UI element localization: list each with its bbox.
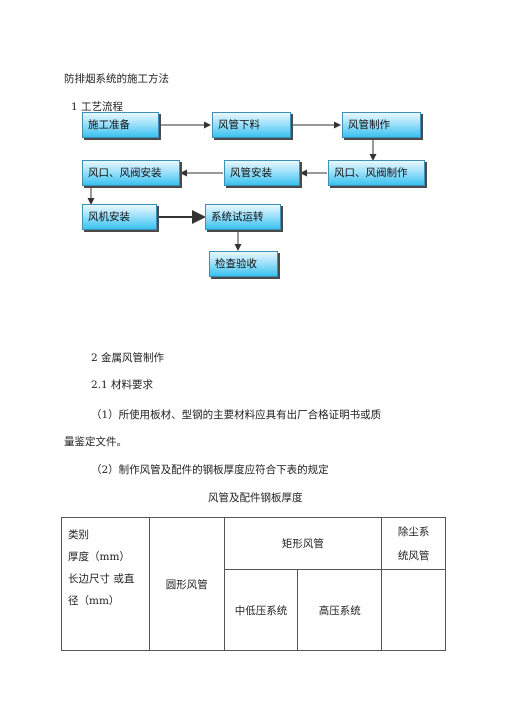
table-header-dust-duct: 除尘系 统风管 [381,517,446,570]
section-heading-process-flow: 1 工艺流程 [71,101,124,113]
table-subheader-low-medium-pressure: 中低压系统 [223,569,299,651]
table-subheader-high-pressure: 高压系统 [297,569,383,651]
table-empty-cell [381,569,446,651]
flow-step-construction-prep: 施工准备 [82,112,159,138]
table-header-rect-duct: 矩形风管 [223,517,383,570]
flowchart-arrows [87,121,377,251]
table-caption: 风管及配件钢板厚度 [208,492,303,504]
subsection-heading-material-requirements: 2.1 材料要求 [91,379,154,391]
flow-step-duct-fabrication: 风管制作 [342,112,421,138]
paragraph-1-line-2: 量鉴定文件。 [64,436,127,448]
flow-step-duct-cutting: 风管下料 [212,112,291,138]
paragraph-1-line-1: （1）所使用板材、型钢的主要材料应具有出厂合格证明书或质 [91,409,382,421]
flow-step-inspection-acceptance: 检查验收 [209,251,278,277]
flow-step-vent-valve-fabrication: 风口、风阀制作 [328,160,425,186]
flow-step-fan-installation: 风机安装 [82,204,157,230]
flow-step-duct-installation: 风管安装 [224,160,300,186]
table-header-category: 类别 [68,529,89,541]
table-header-diagonal-cell: 类别 厚度（mm） 长边尺寸 或直 径（mm） [61,517,150,651]
table-header-dust-line-2: 统风管 [397,549,430,562]
table-header-dust-line-1: 除尘系 [397,525,430,538]
table-header-thickness: 厚度（mm） [68,551,130,563]
flow-step-system-trial-run: 系统试运转 [205,204,281,230]
flow-step-vent-valve-installation: 风口、风阀安装 [82,160,180,186]
paragraph-2: （2）制作风管及配件的钢板厚度应符合下表的规定 [91,464,329,476]
document-title: 防排烟系统的施工方法 [64,73,169,85]
section-heading-metal-duct: 2 金属风管制作 [91,352,165,364]
table-header-long-side: 长边尺寸 或直 [68,573,135,585]
steel-thickness-table: 类别 厚度（mm） 长边尺寸 或直 径（mm） 圆形风管 矩形风管 除尘系 统风… [61,517,446,651]
table-header-round-duct: 圆形风管 [148,517,225,651]
table-header-diameter: 径（mm） [68,595,120,607]
